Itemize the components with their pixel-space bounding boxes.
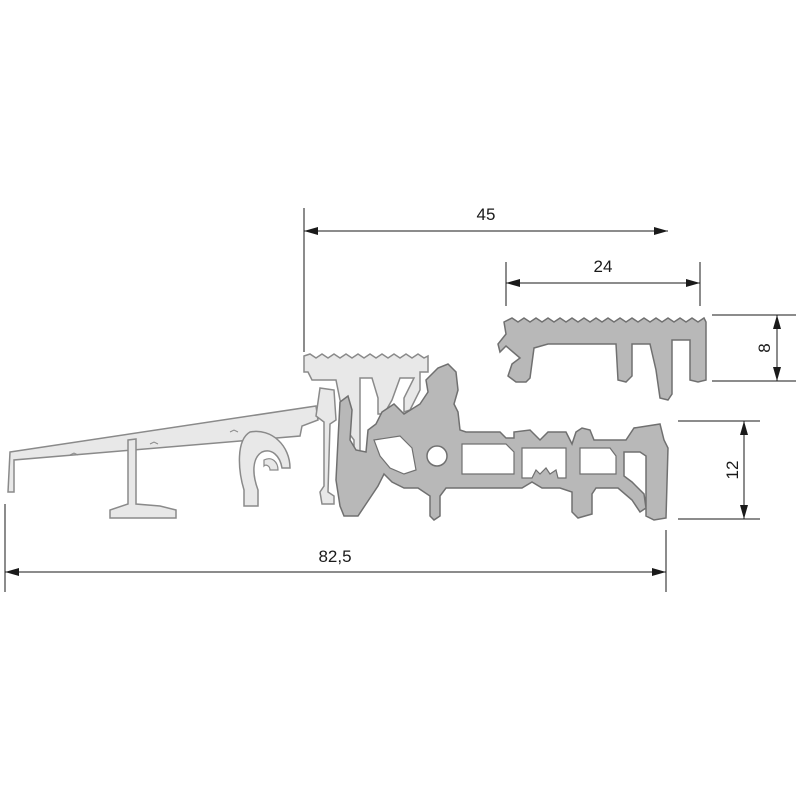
dimension-82-5: 82,5 [4, 504, 667, 592]
dimension-82-5-label: 82,5 [318, 547, 351, 566]
dimension-12: 12 [678, 420, 760, 520]
base-profile [335, 363, 669, 521]
ramp-rib [315, 387, 337, 505]
dimension-45: 45 [303, 205, 668, 352]
screw-channel [426, 445, 448, 467]
ramp-profile [7, 353, 429, 519]
dimension-12-label: 12 [723, 461, 742, 480]
base-cavity-right [579, 447, 617, 475]
cover-cap-body [497, 316, 707, 401]
ramp-c-inner [263, 458, 279, 471]
ramp-c-hook [238, 430, 291, 507]
dimension-8: 8 [712, 314, 796, 382]
base-slot [521, 447, 567, 479]
base-cavity-left [373, 435, 417, 475]
base-cavity-middle [461, 443, 515, 475]
ramp-top-carrier [303, 353, 429, 475]
ramp-t-leg [109, 438, 177, 519]
ramp-serration [69, 429, 239, 456]
dimension-45-label: 45 [477, 205, 496, 224]
base-body [335, 363, 669, 521]
dimension-8-label: 8 [755, 343, 774, 352]
dimension-24-label: 24 [594, 257, 613, 276]
cover-cap-profile [497, 316, 707, 401]
dimension-24: 24 [505, 257, 701, 306]
